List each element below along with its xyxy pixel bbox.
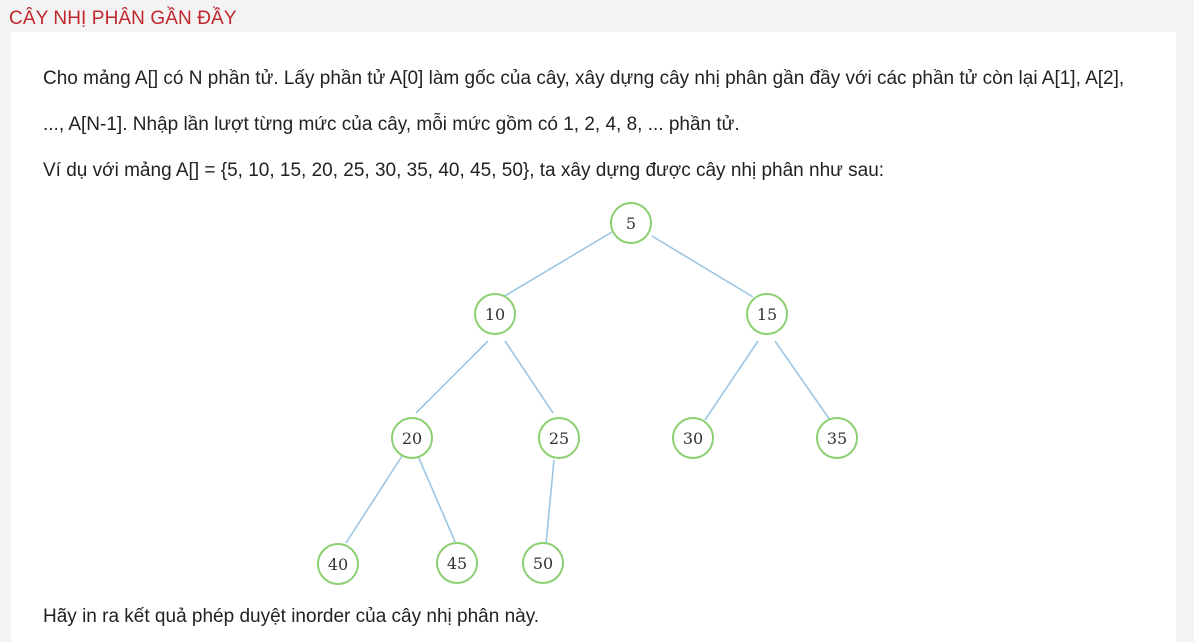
tree-node: 45: [436, 542, 478, 584]
tree-node: 20: [391, 417, 433, 459]
node-label: 45: [447, 554, 467, 573]
tree-node: 5: [610, 202, 652, 244]
node-label: 20: [402, 429, 422, 448]
node-label: 25: [549, 429, 569, 448]
tree-node: 25: [538, 417, 580, 459]
problem-paragraph-2: ..., A[N-1]. Nhập lần lượt từng mức của …: [43, 114, 740, 135]
edge-15-35: [774, 340, 831, 421]
edge-20-40: [345, 455, 403, 544]
node-label: 10: [485, 305, 505, 324]
edge-5-15: [651, 235, 754, 298]
edge-10-20: [415, 340, 489, 414]
node-label: 5: [626, 214, 636, 233]
problem-paragraph-3: Ví dụ với mảng A[] = {5, 10, 15, 20, 25,…: [43, 160, 885, 181]
tree-node: 40: [317, 543, 359, 585]
edge-15-30: [704, 340, 759, 421]
page-title: CÂY NHỊ PHÂN GẦN ĐẦY: [9, 8, 237, 29]
node-label: 40: [328, 555, 348, 574]
tree-node: 30: [672, 417, 714, 459]
edge-10-25: [504, 340, 554, 414]
tree-node: 15: [746, 293, 788, 335]
tree-node: 50: [522, 542, 564, 584]
tree-node: 10: [474, 293, 516, 335]
node-label: 35: [827, 429, 847, 448]
edge-5-10: [502, 231, 613, 298]
node-label: 50: [533, 554, 553, 573]
edge-20-45: [417, 455, 457, 545]
tree-edges: [345, 231, 831, 545]
problem-content-card: [11, 32, 1176, 642]
problem-paragraph-1: Cho mảng A[] có N phần tử. Lấy phần tử A…: [43, 68, 1125, 89]
node-label: 30: [683, 429, 703, 448]
tree-node: 35: [816, 417, 858, 459]
node-label: 15: [757, 305, 777, 324]
problem-paragraph-4: Hãy in ra kết quả phép duyệt inorder của…: [43, 606, 540, 627]
edge-25-50: [545, 459, 555, 545]
